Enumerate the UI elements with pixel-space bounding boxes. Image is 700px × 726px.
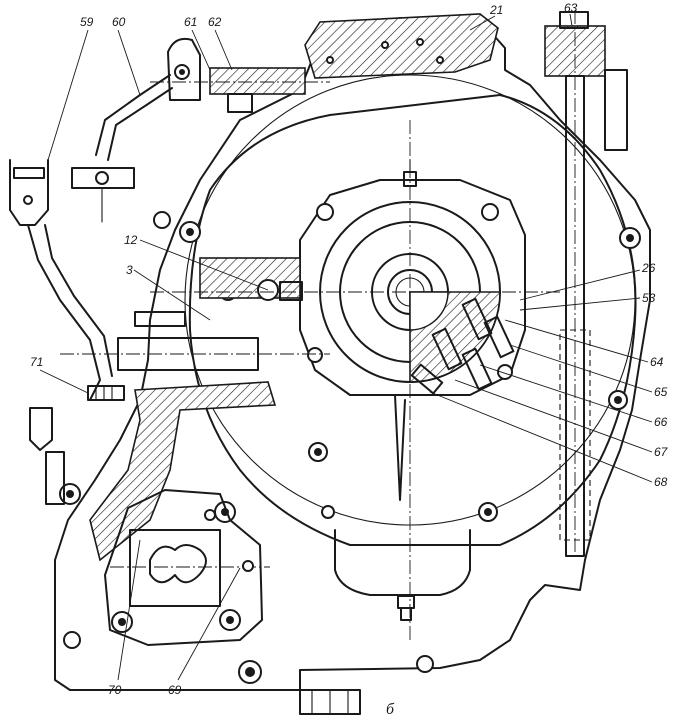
callout-60: 60 [112, 15, 126, 29]
leader-lines [39, 13, 653, 681]
view-letter: б [386, 701, 395, 718]
callout-69: 69 [168, 683, 182, 697]
clutch-springs [410, 297, 515, 395]
callout-66: 66 [654, 415, 668, 429]
callout-59: 59 [80, 15, 94, 29]
callout-68: 68 [654, 475, 668, 489]
release-shaft [60, 257, 560, 371]
callout-12: 12 [124, 233, 138, 247]
left-linkage [9, 74, 173, 505]
callout-71: 71 [30, 355, 43, 369]
callout-21: 21 [489, 3, 503, 17]
callout-67: 67 [654, 445, 669, 459]
callout-labels: 59 60 61 62 21 63 12 3 26 53 64 65 66 67… [30, 1, 669, 718]
callout-70: 70 [108, 683, 122, 697]
callout-53: 53 [642, 291, 656, 305]
callout-65: 65 [654, 385, 668, 399]
callout-26: 26 [641, 261, 656, 275]
top-bracket-assembly [150, 13, 499, 113]
callout-64: 64 [650, 355, 664, 369]
oil-pump-housing [104, 489, 270, 646]
vertical-rod-assembly [544, 10, 628, 560]
central-hub [299, 159, 526, 396]
callout-63: 63 [564, 1, 578, 15]
callout-3: 3 [126, 263, 133, 277]
bottom-plug [299, 689, 361, 715]
callout-61: 61 [184, 15, 197, 29]
drain-plug [397, 595, 415, 621]
callout-62: 62 [208, 15, 222, 29]
lower-bracket [89, 381, 277, 562]
